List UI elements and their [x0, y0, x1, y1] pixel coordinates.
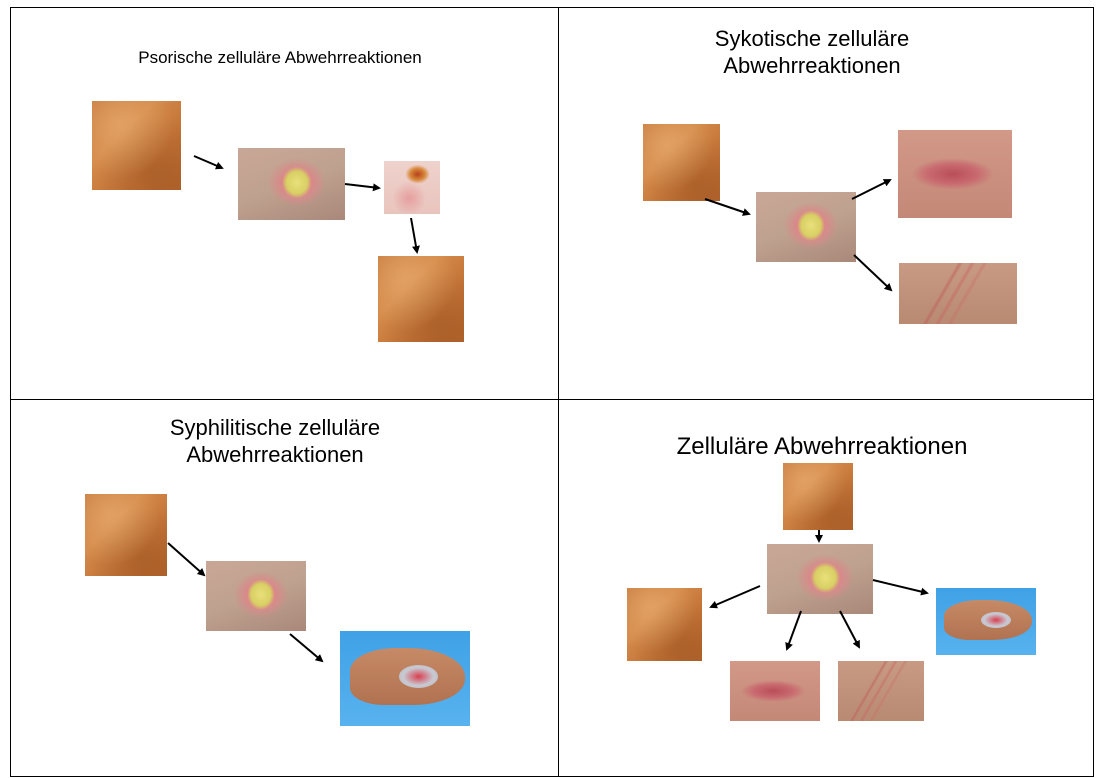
arrow-group	[10, 399, 557, 777]
panel-syphilis: Syphilitische zelluläre Abwehrreaktionen	[10, 399, 557, 777]
arrow	[711, 586, 760, 607]
arrow	[194, 156, 222, 168]
panel-zellulaer: Zelluläre Abwehrreaktionen	[557, 399, 1094, 777]
arrow	[787, 611, 801, 649]
arrow	[854, 255, 891, 290]
arrow	[852, 180, 890, 199]
panel-psora: Psorische zelluläre Abwehrreaktionen	[10, 7, 557, 398]
arrow	[873, 580, 927, 593]
arrow	[840, 611, 859, 647]
arrow	[411, 218, 417, 252]
arrow	[168, 543, 204, 575]
arrow	[345, 184, 379, 188]
arrow	[705, 199, 749, 214]
arrow-group	[10, 7, 557, 398]
arrow-group	[557, 7, 1094, 398]
arrow	[290, 634, 322, 661]
arrow-group	[557, 399, 1094, 777]
panel-sykose: Sykotische zelluläre Abwehrreaktionen	[557, 7, 1094, 398]
